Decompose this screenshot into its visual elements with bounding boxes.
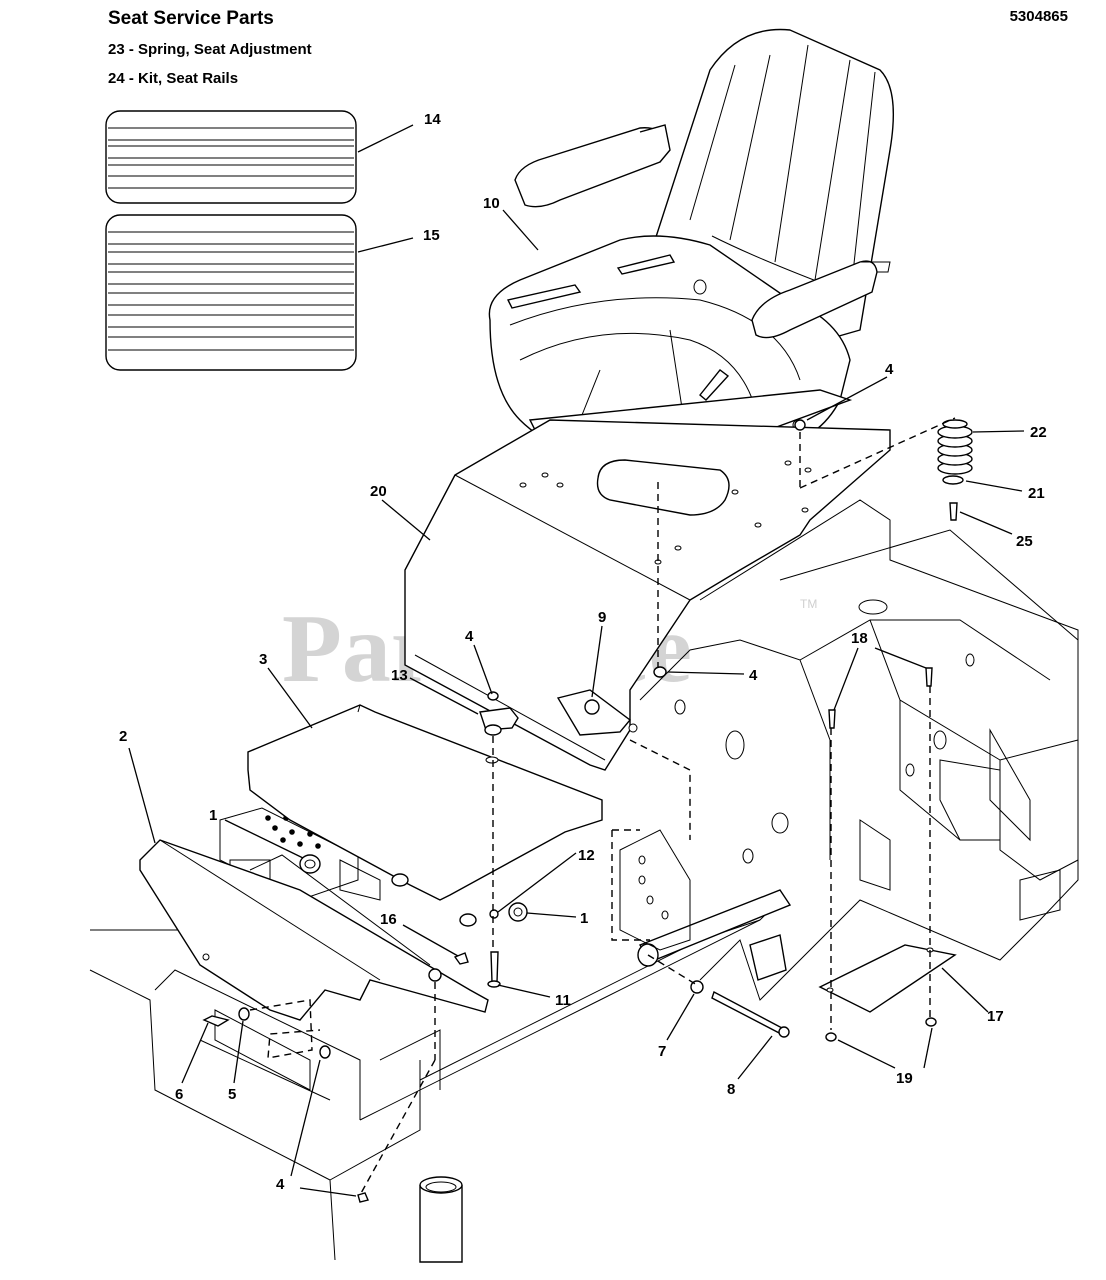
fasteners: [202, 419, 973, 1203]
callout-10: 10: [483, 195, 500, 212]
service-part-23: 23 - Spring, Seat Adjustment: [108, 41, 312, 58]
decal-14[interactable]: [105, 110, 357, 204]
front-bracket[interactable]: [139, 839, 489, 1021]
callout-6: 6: [175, 1086, 183, 1103]
seat[interactable]: [488, 28, 894, 481]
callout-25: 25: [1016, 533, 1033, 550]
seat-adjust-spring: [937, 419, 973, 475]
callout-13: 13: [391, 667, 408, 684]
diagram-title: Seat Service Parts: [108, 8, 274, 29]
callout-1-right: 1: [580, 910, 588, 927]
callout-15: 15: [423, 227, 440, 244]
callout-18: 18: [851, 630, 868, 647]
service-part-24: 24 - Kit, Seat Rails: [108, 70, 239, 87]
callout-11: 11: [555, 992, 571, 1009]
callout-3: 3: [259, 651, 267, 668]
mounting-plate[interactable]: [818, 944, 957, 1013]
callout-8: 8: [727, 1081, 735, 1098]
decal-15[interactable]: [105, 214, 357, 371]
callout-2: 2: [119, 728, 127, 745]
callout-14: 14: [424, 111, 441, 128]
callout-21: 21: [1028, 485, 1045, 502]
assembly-lines: [249, 417, 956, 1196]
callout-5: 5: [228, 1086, 236, 1103]
seat-pan[interactable]: [404, 419, 891, 771]
callout-7: 7: [658, 1043, 666, 1060]
callout-4-knob: 4: [465, 628, 474, 645]
callout-22: 22: [1030, 424, 1047, 441]
callout-12: 12: [578, 847, 595, 864]
watermark-trademark: TM: [800, 597, 817, 611]
document-number: 5304865: [1009, 8, 1068, 25]
callout-17: 17: [987, 1008, 1004, 1025]
callout-16: 16: [380, 911, 397, 928]
callout-20: 20: [370, 483, 387, 500]
callout-9: 9: [598, 609, 606, 626]
callout-4-pan: 4: [749, 667, 758, 684]
callout-4-bottom: 4: [276, 1176, 285, 1193]
callout-19: 19: [896, 1070, 913, 1087]
callout-1-left: 1: [209, 807, 217, 824]
mower-frame: [89, 499, 1079, 1263]
seat-plate[interactable]: [247, 704, 603, 901]
leader-lines: [128, 124, 1025, 1197]
callout-labels: 14 15 10 4 22 21 25 20 9 4 4 18 3 13 2 1…: [119, 111, 1047, 1193]
callout-4-seat: 4: [885, 361, 894, 378]
